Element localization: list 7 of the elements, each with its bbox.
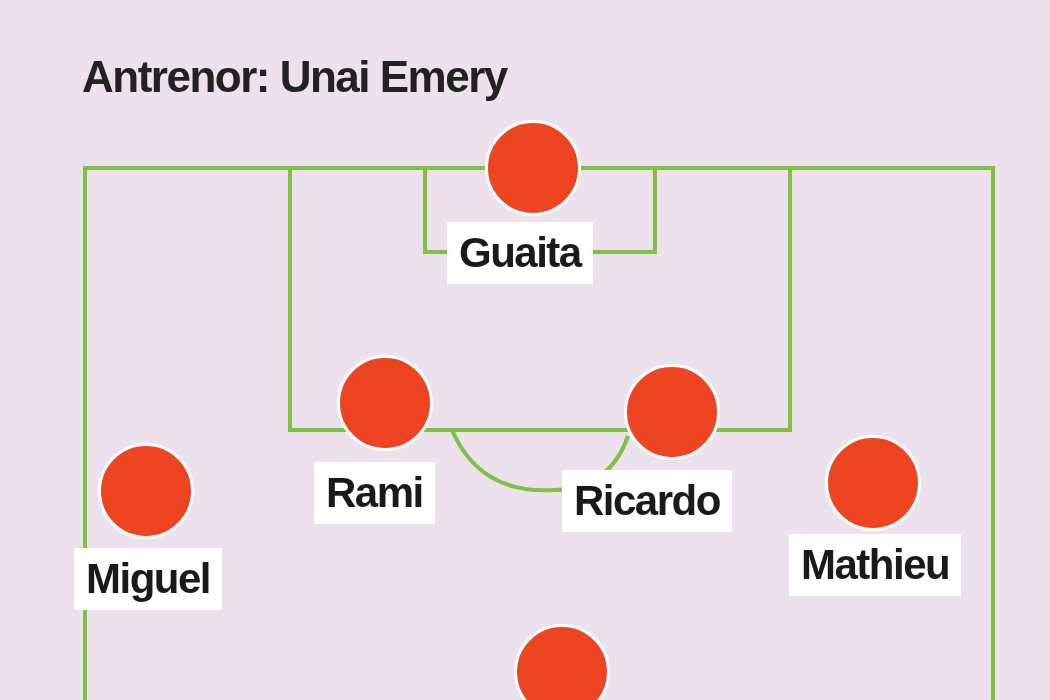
coach-title: Antrenor: Unai Emery (82, 52, 507, 102)
player-name: Ricardo (562, 470, 732, 532)
player-name: Guaita (447, 222, 593, 284)
player-name: Rami (314, 462, 435, 524)
player-name: Miguel (74, 548, 222, 610)
player-circle (514, 624, 610, 700)
player-name: Mathieu (789, 534, 962, 596)
